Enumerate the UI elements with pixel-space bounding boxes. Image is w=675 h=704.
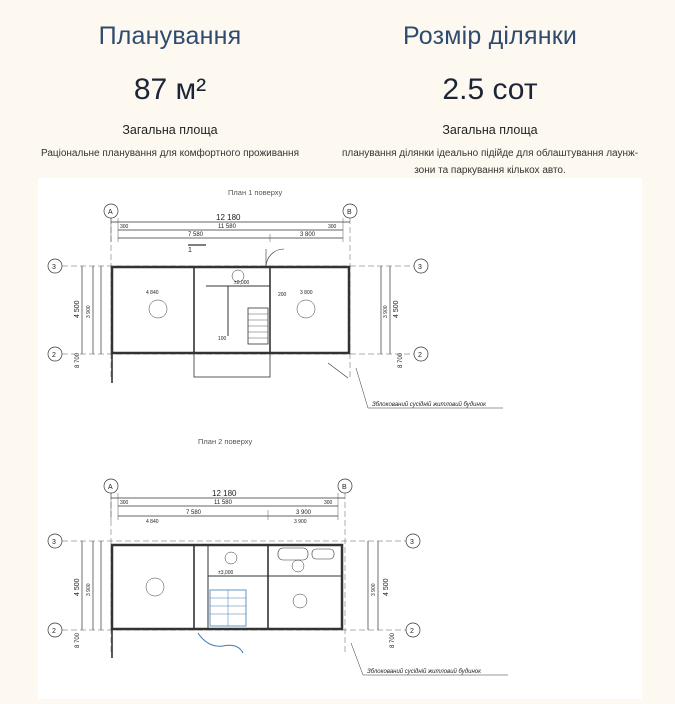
floor2-annotation: Зблокований сусідній житловий будинок [367, 668, 482, 675]
floor2-axis-2-left-label: 2 [52, 628, 56, 635]
floor1-seg-b: 3 800 [300, 232, 316, 238]
floor1-overall-dim: 12 180 [216, 213, 241, 222]
floor1-room-w: 4 840 [146, 290, 159, 296]
floor1-axis-3-left-label: 3 [52, 264, 56, 271]
floor1-dim-100: 100 [218, 336, 227, 342]
floor1-height-dim: 4 500 [74, 300, 81, 318]
floor1-annotation: Зблокований сусідній житловий будинок [372, 401, 487, 408]
plot-description: планування ділянки ідеально підійде для … [300, 145, 675, 179]
floor1-height-dim-right: 4 500 [393, 300, 400, 318]
floor1-axis-2-left-label: 2 [52, 352, 56, 359]
floor2-room-w2: 3 900 [294, 519, 307, 525]
floor2-height-outer: 8 700 [75, 632, 81, 648]
planning-title: Планування [98, 22, 242, 50]
floor1-height-outer-right: 8 700 [398, 352, 404, 368]
floor2-overall-dim: 12 180 [212, 489, 237, 498]
floor2-room-w: 4 840 [146, 519, 159, 525]
floor2-seg-b: 3 900 [296, 510, 312, 516]
floor1-title: План 1 поверху [228, 188, 283, 197]
floor1-section-label: 1 [188, 247, 192, 254]
floor1-inner-dim: 11 580 [218, 224, 237, 230]
planning-description: Раціональне планування для комфортного п… [40, 148, 299, 159]
floor1-axis-2-right-label: 2 [418, 352, 422, 359]
floor-plans-drawing: План 1 поверху A B 3 2 3 2 12 180 11 580… [47, 188, 508, 676]
floor2-dim-300-left: 300 [120, 500, 129, 506]
floor1-height-outer: 8 700 [75, 352, 81, 368]
floor1-room-w2: 3 800 [300, 290, 313, 296]
floor1-axis-3-right-label: 3 [418, 264, 422, 271]
floor-plan-image: План 1 поверху A B 3 2 3 2 12 180 11 580… [38, 178, 642, 699]
plot-size-value: 2.5 сот [442, 73, 538, 106]
floor2-seg-a: 7 580 [186, 510, 202, 516]
floor2-plan [47, 478, 508, 676]
floor1-dim-300-left: 300 [120, 224, 129, 230]
planning-area-label: Загальна площа [122, 123, 218, 137]
floor1-inner-h: 3 900 [86, 305, 92, 318]
floor1-seg-a: 7 580 [188, 232, 204, 238]
floor2-height-dim-right: 4 500 [383, 578, 390, 596]
planning-area-value: 87 м² [133, 73, 207, 106]
floor1-axis-a-label: A [108, 209, 113, 216]
floor2-title: План 2 поверху [198, 437, 253, 446]
plot-column: Розмір ділянки 2.5 сот Загальна площа пл… [300, 0, 675, 179]
floor2-height-outer-right: 8 700 [390, 632, 396, 648]
floor1-dim-300-right: 300 [328, 224, 337, 230]
floor2-height-dim: 4 500 [74, 578, 81, 596]
floor1-dim-200: 200 [278, 292, 287, 298]
floor2-axis-2-right-label: 2 [410, 628, 414, 635]
floor2-axis-3-right-label: 3 [410, 539, 414, 546]
floor2-inner-h: 3 900 [86, 583, 92, 596]
floor2-axis-3-left-label: 3 [52, 539, 56, 546]
floor2-dim-300-right: 300 [324, 500, 333, 506]
plot-description-line1: планування ділянки ідеально підійде для … [341, 148, 639, 159]
floor1-axis-b-label: B [347, 209, 352, 216]
plot-description-line2: зони та паркування кількох авто. [414, 165, 566, 176]
plot-title: Розмір ділянки [402, 22, 578, 50]
plot-area-label: Загальна площа [442, 123, 538, 137]
floor2-inner-h-right: 3 900 [371, 583, 377, 596]
floor1-inner-h-right: 3 900 [383, 305, 389, 318]
floor2-inner-dim: 11 580 [214, 500, 233, 506]
floor1-elev: ±0,000 [234, 280, 249, 286]
floor2-axis-a-label: A [108, 484, 113, 491]
floor2-elev: ±3,000 [218, 570, 233, 576]
planning-column: Планування 87 м² Загальна площа Раціонал… [0, 0, 340, 162]
floor1-plan [47, 203, 503, 409]
floor2-axis-b-label: B [342, 484, 347, 491]
